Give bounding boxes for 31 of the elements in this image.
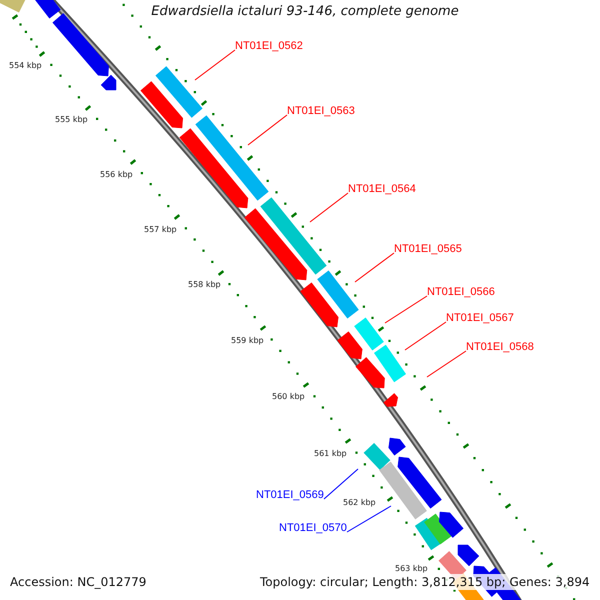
map-title: Edwardsiella ictaluri 93-146, complete genome — [151, 4, 459, 19]
position-label: 557 kbp — [144, 225, 177, 234]
leader-line — [384, 296, 428, 324]
gene-label: NT01EI_0562 — [235, 40, 303, 53]
position-label: 554 kbp — [9, 61, 42, 70]
position-label: 558 kbp — [188, 280, 221, 289]
gene-label: NT01EI_0563 — [287, 105, 355, 118]
leader-line — [404, 322, 446, 350]
accession-text: Accession: NC_012779 — [8, 574, 148, 590]
gene-label: NT01EI_0569 — [256, 489, 324, 502]
leader-line — [310, 192, 348, 222]
position-label: 560 kbp — [272, 392, 305, 401]
leader-line — [346, 506, 392, 532]
genome-stats-text: Topology: circular; Length: 3,812,315 bp; Genes: 3,894 — [258, 574, 592, 590]
position-label: 563 kbp — [395, 564, 428, 573]
position-label: 562 kbp — [343, 498, 376, 507]
gene-label: NT01EI_0568 — [466, 341, 534, 354]
leader-line — [354, 252, 394, 282]
leader-line — [324, 468, 358, 500]
gene-label: NT01EI_0567 — [446, 312, 514, 325]
position-label: 555 kbp — [55, 115, 88, 124]
position-label: 561 kbp — [314, 449, 347, 458]
gene-label: NT01EI_0566 — [427, 286, 495, 299]
gene-label: NT01EI_0564 — [348, 183, 416, 196]
gene-label: NT01EI_0565 — [394, 243, 462, 256]
position-label: 556 kbp — [100, 170, 133, 179]
leader-line — [426, 350, 466, 378]
position-label: 559 kbp — [231, 336, 264, 345]
leader-line — [194, 50, 236, 80]
leader-line — [248, 114, 288, 146]
gene-label: NT01EI_0570 — [279, 522, 347, 535]
